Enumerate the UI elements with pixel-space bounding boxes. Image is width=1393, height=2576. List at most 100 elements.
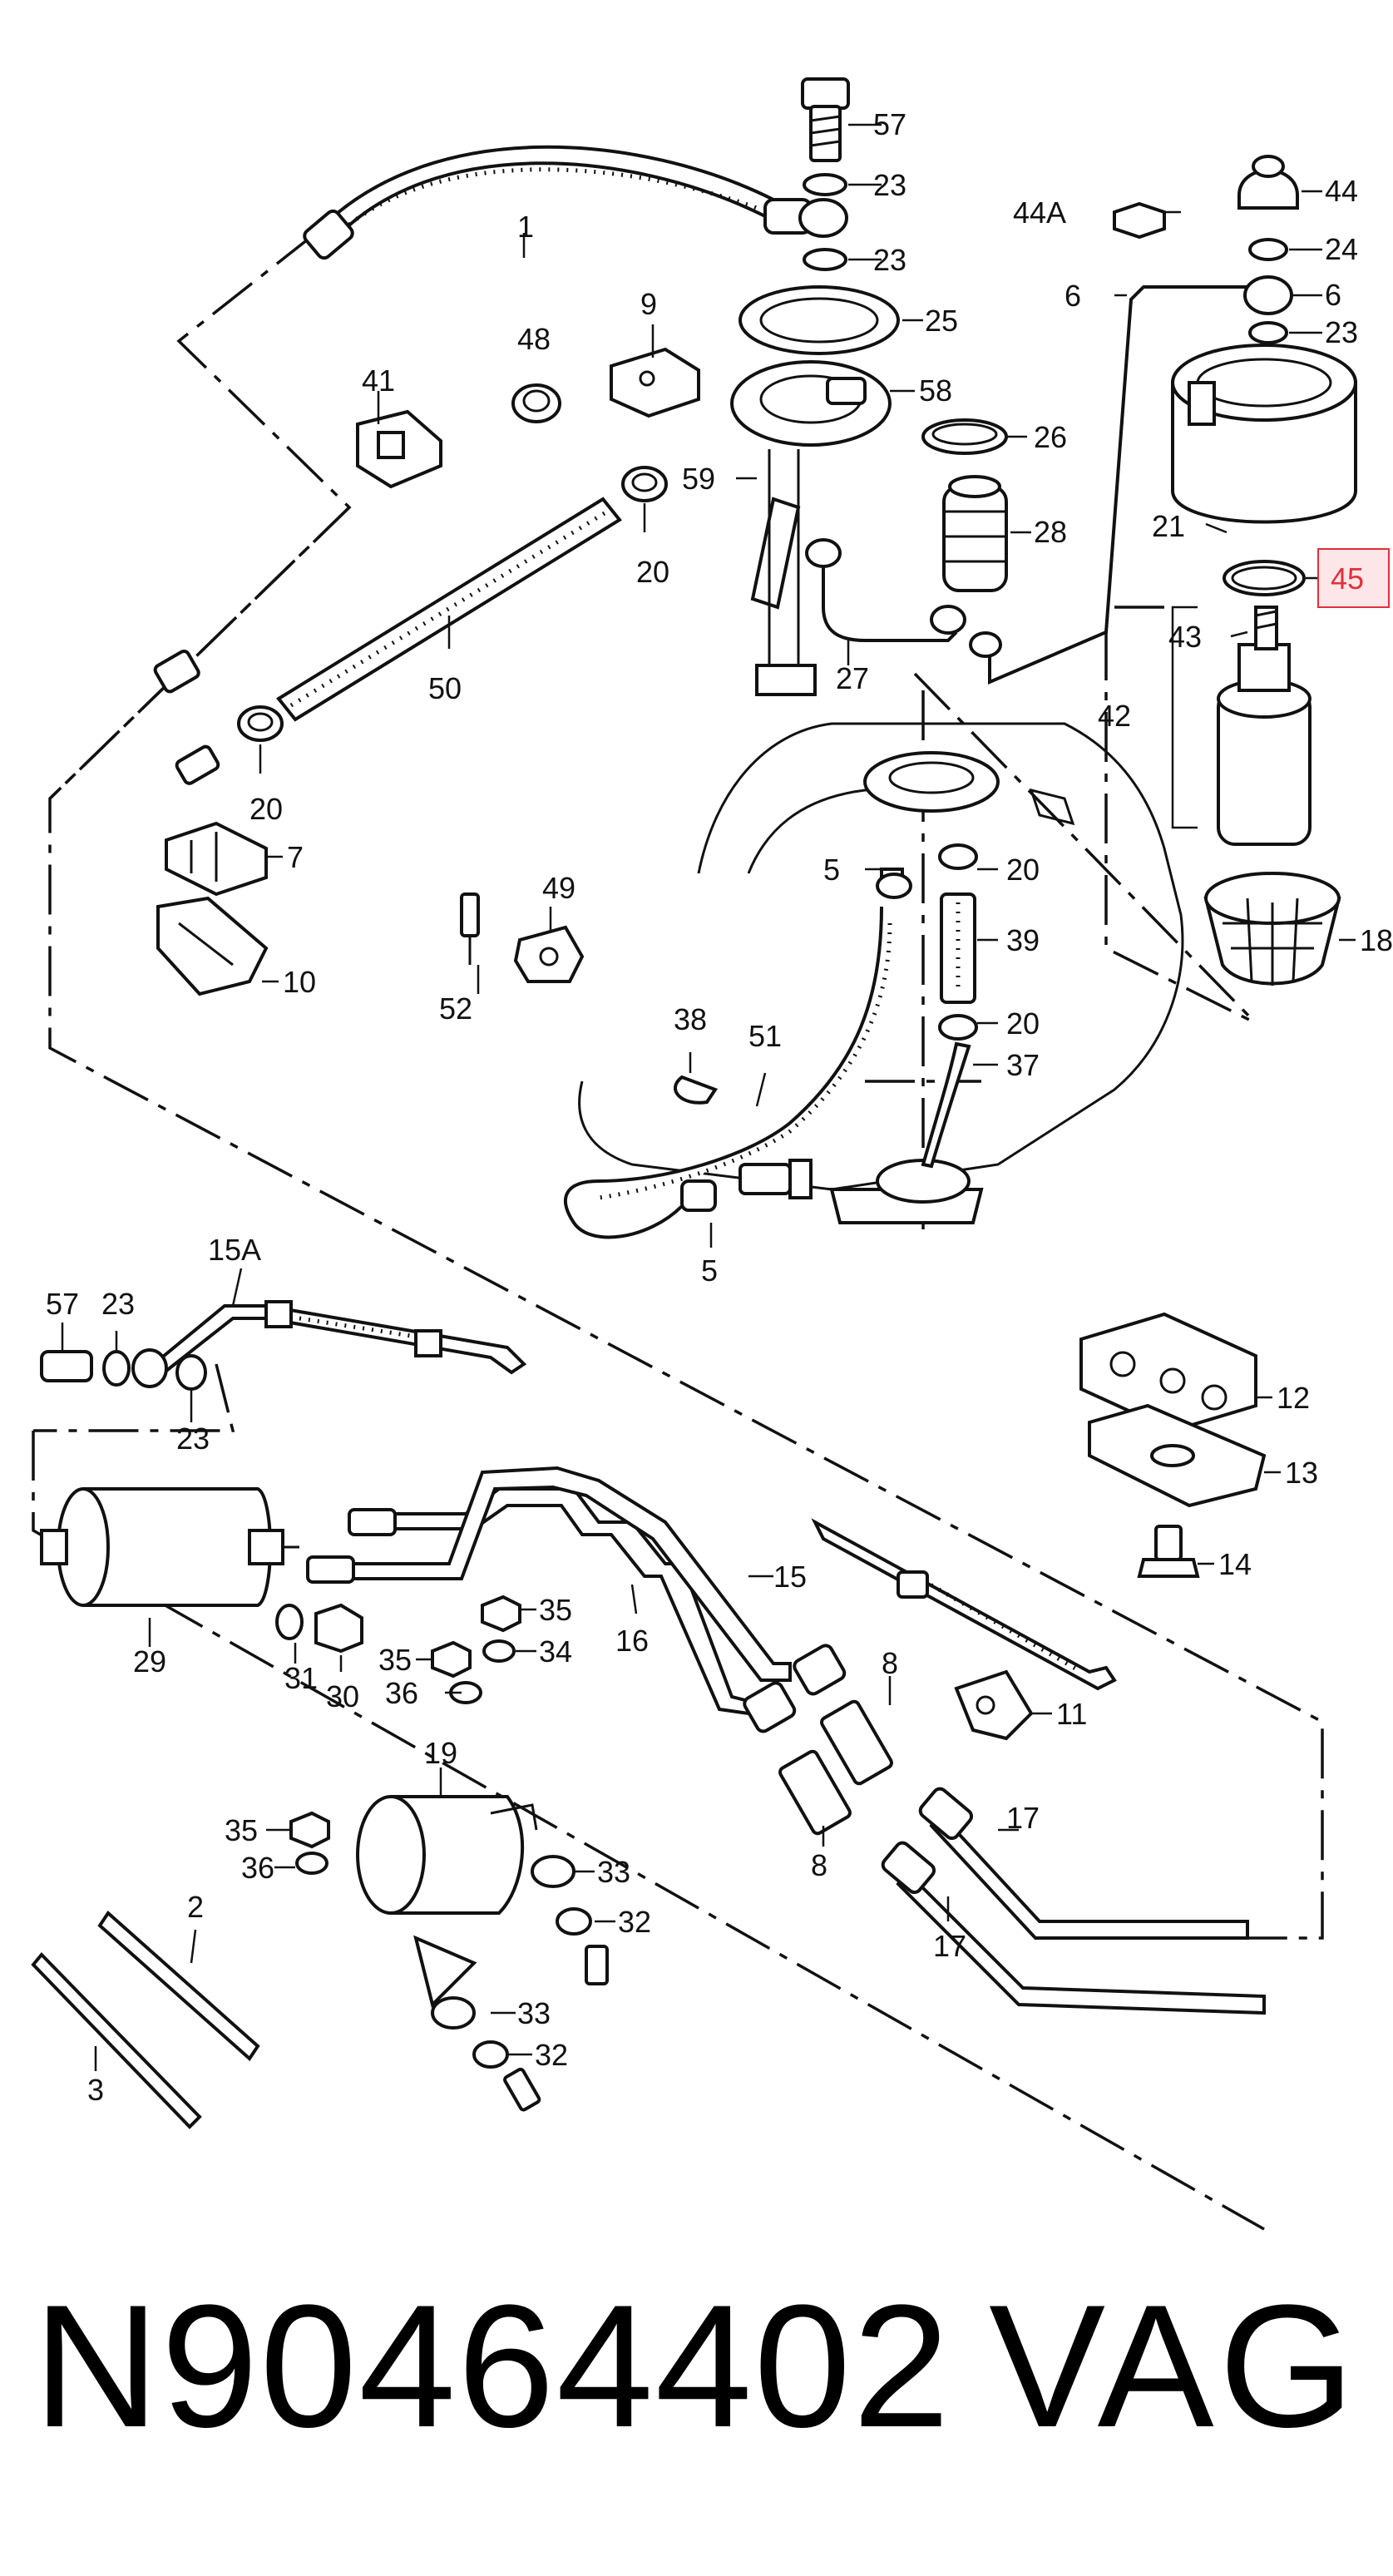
- fuel-line-part-15: [306, 1466, 792, 1682]
- nut-part-35-top: [431, 1595, 521, 1704]
- callout-labels: 1 57 23 23 25 58 59 26 28 27 44A 44 24 6…: [46, 107, 1393, 2107]
- callout-35: 35: [539, 1593, 572, 1627]
- fuel-lines-part-17: [881, 1787, 1266, 2015]
- callout-32: 32: [535, 2038, 568, 2072]
- holder-part-7: [165, 821, 268, 897]
- callout-28: 28: [1034, 515, 1067, 549]
- highlight-box-45: [1317, 548, 1390, 608]
- callout-20: 20: [1006, 1006, 1040, 1041]
- callout-6: 6: [1325, 278, 1341, 312]
- callout-9: 9: [640, 287, 657, 321]
- callout-32: 32: [618, 1905, 651, 1939]
- callout-26: 26: [1034, 420, 1067, 454]
- clip-part-49: [513, 925, 585, 983]
- clamp-part-48: [511, 383, 561, 423]
- fuel-filter-part-29: [40, 1487, 299, 1607]
- damper-part-28: [942, 475, 1008, 592]
- clip-part-9: [610, 347, 700, 418]
- callout-20: 20: [636, 555, 669, 589]
- callout-45: 45: [1331, 561, 1364, 596]
- brand-name: VAG: [989, 2268, 1360, 2464]
- callout-48: 48: [517, 322, 551, 356]
- exploded-parts-diagram: 1 57 23 23 25 58 59 26 28 27 44A 44 24 6…: [31, 77, 1393, 2231]
- hose-part-37: [921, 1041, 971, 1169]
- callout-5: 5: [701, 1253, 718, 1288]
- callout-39: 39: [1006, 923, 1040, 957]
- callout-24: 24: [1325, 232, 1358, 266]
- callout-43: 43: [1168, 620, 1202, 654]
- callout-8: 8: [882, 1646, 898, 1680]
- callout-12: 12: [1277, 1381, 1310, 1415]
- callout-31: 31: [284, 1661, 318, 1695]
- bolt-part-14: [1137, 1525, 1200, 1578]
- callout-57: 57: [46, 1287, 79, 1321]
- holder-part-12: [1079, 1312, 1257, 1433]
- washer-part-31: [275, 1604, 304, 1640]
- fuel-line-part-6: [969, 275, 1293, 685]
- nut-part-30: [314, 1603, 363, 1654]
- callout-14: 14: [1218, 1547, 1252, 1581]
- callout-19: 19: [424, 1736, 457, 1770]
- callout-29: 29: [133, 1644, 166, 1679]
- filter-bracket-part-19: [356, 1795, 538, 2008]
- callout-49: 49: [542, 871, 575, 905]
- nut-part-35-bottom: [289, 1811, 330, 1875]
- clip-part-11: [954, 1669, 1034, 1741]
- pump-housing-part-21: [1171, 344, 1357, 524]
- callout-17: 17: [1006, 1801, 1040, 1835]
- callout-35: 35: [378, 1643, 412, 1677]
- strainer-part-18: [1203, 872, 1341, 986]
- bracket-part-13: [1088, 1403, 1267, 1508]
- callout-7: 7: [287, 840, 304, 874]
- fuel-line-part-27: [805, 538, 966, 642]
- o-ring-part-45: [1223, 560, 1306, 596]
- callout-35: 35: [225, 1813, 258, 1847]
- connector-left: [153, 649, 220, 785]
- callout-21: 21: [1152, 509, 1185, 543]
- fuel-hose-part-1: [303, 145, 848, 260]
- breather-hose-part-50: [276, 497, 622, 722]
- callout-15: 15: [773, 1560, 807, 1594]
- callout-27: 27: [836, 661, 869, 695]
- callout-58: 58: [919, 373, 952, 408]
- callout-23: 23: [873, 168, 906, 202]
- part-number: N90464402: [33, 2268, 951, 2464]
- callout-3: 3: [87, 2073, 104, 2107]
- callout-18: 18: [1360, 923, 1393, 957]
- clamp-part-20-top: [621, 466, 668, 502]
- leader-lines: [61, 123, 1356, 2071]
- callout-52: 52: [439, 991, 472, 1026]
- hose-part-5: [564, 868, 912, 1239]
- callout-38: 38: [674, 1002, 707, 1036]
- clamp-part-26: [921, 418, 1008, 455]
- clip-part-38: [674, 1075, 719, 1105]
- callout-15a: 15A: [208, 1233, 261, 1267]
- filter-fitting: [680, 1159, 813, 1212]
- callout-36: 36: [241, 1851, 274, 1885]
- callout-20: 20: [249, 792, 283, 826]
- callout-44a: 44A: [1013, 195, 1066, 230]
- callout-5: 5: [823, 853, 840, 887]
- clamp-part-20-left: [237, 705, 284, 742]
- callout-1: 1: [517, 210, 534, 244]
- callout-16: 16: [615, 1624, 649, 1658]
- callout-13: 13: [1285, 1456, 1318, 1490]
- hose-part-39: [938, 843, 978, 1041]
- hardware-parts-32-33: [431, 1855, 609, 2112]
- callout-41: 41: [362, 363, 395, 398]
- fuel-line-right: [811, 1518, 1117, 1691]
- clip-part-41: [356, 409, 442, 489]
- fittings-part-8: [743, 1644, 893, 1836]
- cap-part-44: [1237, 155, 1299, 344]
- callout-50: 50: [428, 671, 462, 705]
- callout-23: 23: [176, 1421, 210, 1456]
- callout-51: 51: [748, 1019, 782, 1053]
- banjo-bolt-top-part-57: [801, 77, 850, 271]
- rods-parts-2-3: [31, 1910, 260, 2129]
- callout-33: 33: [597, 1855, 630, 1889]
- callout-6: 6: [1065, 279, 1081, 313]
- pump-flange-assembly: [730, 285, 900, 696]
- callout-11: 11: [1056, 1697, 1087, 1731]
- callout-17: 17: [933, 1929, 966, 1963]
- callout-30: 30: [326, 1679, 359, 1713]
